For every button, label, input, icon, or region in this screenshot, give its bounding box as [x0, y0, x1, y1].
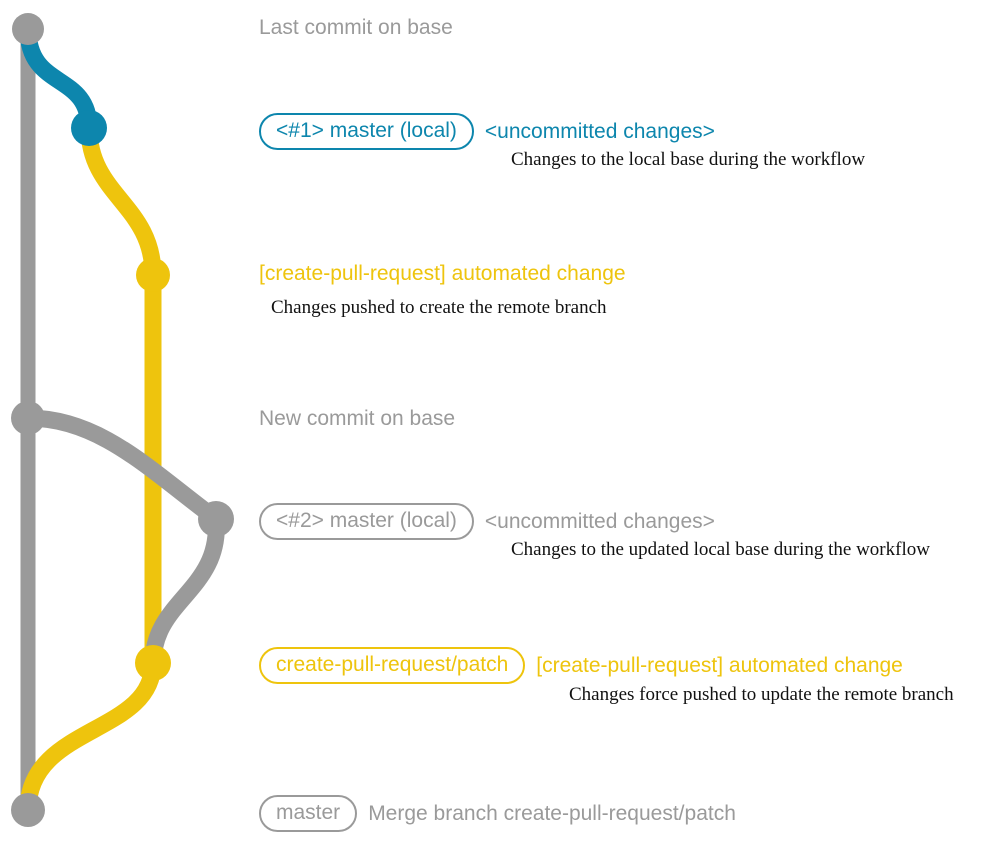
commit-node-new-commit-on-base[interactable]: [11, 401, 45, 435]
commit-entry-last-commit: Last commit on base: [259, 17, 453, 38]
branch-line-updated-local-to-automated: [144, 510, 225, 672]
commit-entry-automated-2: create-pull-request/patch [create-pull-r…: [259, 647, 903, 684]
branch-line-updated-local: [19, 409, 225, 528]
commit-node-merge[interactable]: [11, 793, 45, 827]
commit-node-last-commit-on-base[interactable]: [12, 13, 44, 45]
commit-node-automated-2[interactable]: [135, 645, 171, 681]
commit-message: New commit on base: [259, 407, 456, 430]
commit-entry-merge: master Merge branch create-pull-request/…: [259, 795, 736, 832]
commit-description: Changes force pushed to update the remot…: [569, 684, 954, 705]
commit-message: [create-pull-request] automated change: [259, 262, 626, 285]
branch-line-automated-1: [80, 119, 162, 284]
commit-node-local-2[interactable]: [198, 501, 234, 537]
commit-entry-local-1: <#1> master (local) <uncommitted changes…: [259, 113, 715, 150]
commit-description: Changes to the updated local base during…: [511, 539, 930, 560]
branch-badge-master-local-1[interactable]: <#1> master (local): [259, 113, 474, 150]
commit-node-local-1[interactable]: [71, 110, 107, 146]
branch-badge-master-local-2[interactable]: <#2> master (local): [259, 503, 474, 540]
commit-entry-new-base: New commit on base: [259, 408, 455, 429]
commit-node-automated-1[interactable]: [136, 258, 170, 292]
commit-message: Merge branch create-pull-request/patch: [368, 802, 736, 825]
commit-entry-automated-1: [create-pull-request] automated change: [259, 263, 626, 284]
branch-badge-create-pull-request-patch[interactable]: create-pull-request/patch: [259, 647, 526, 684]
commit-description: Changes to the local base during the wor…: [511, 149, 866, 170]
commit-message: <uncommitted changes>: [484, 510, 715, 533]
commit-entry-local-2: <#2> master (local) <uncommitted changes…: [259, 503, 715, 540]
branch-badge-master[interactable]: master: [259, 795, 358, 832]
branch-line-merge-to-base: [19, 654, 162, 819]
commit-message: Last commit on base: [259, 16, 453, 39]
commit-message: <uncommitted changes>: [484, 120, 715, 143]
commit-message: [create-pull-request] automated change: [536, 654, 903, 677]
commit-description: Changes pushed to create the remote bran…: [271, 297, 607, 318]
